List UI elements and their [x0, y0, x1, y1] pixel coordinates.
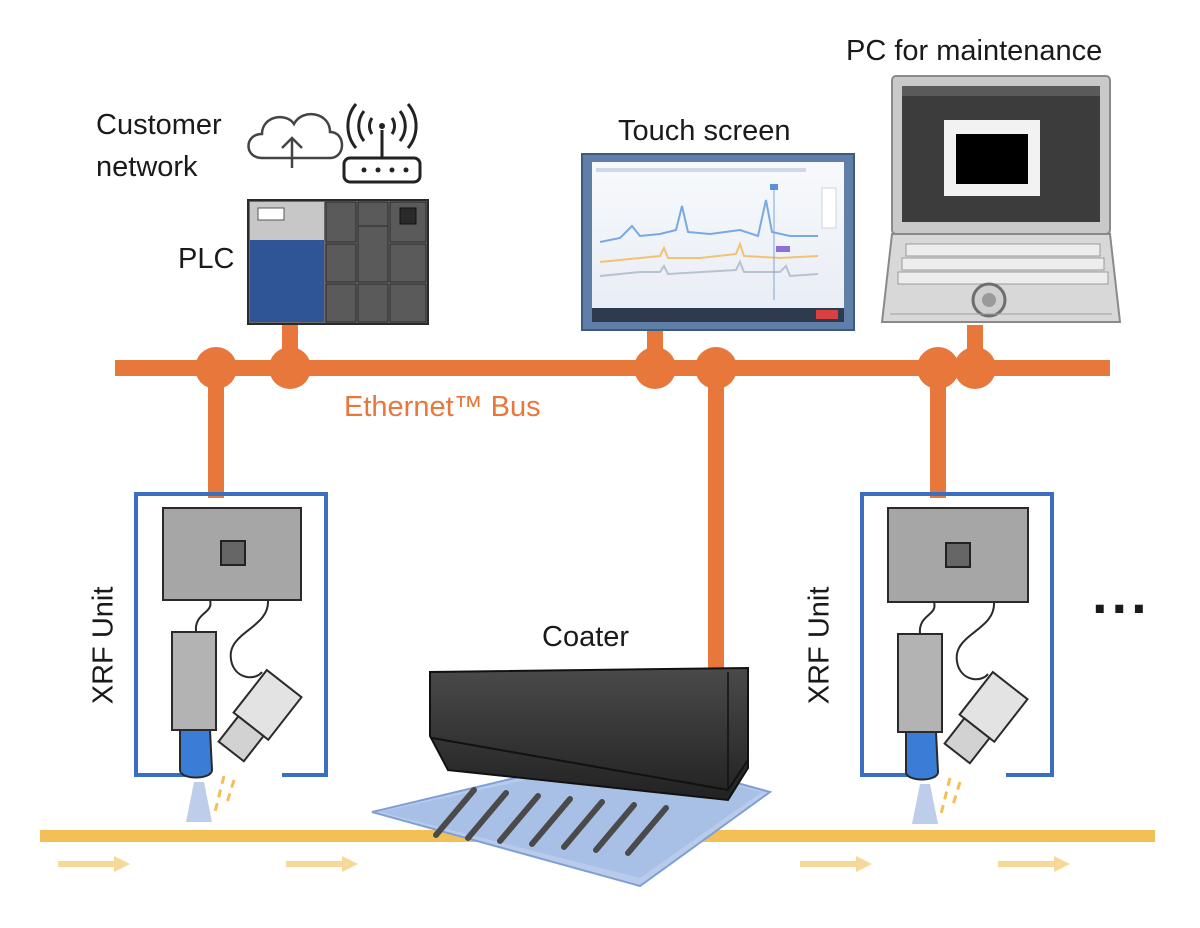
touch-screen-label: Touch screen [618, 115, 791, 147]
ethernet-bus-label: Ethernet™ Bus [344, 391, 541, 423]
bus-node [917, 347, 959, 389]
bus-node [695, 347, 737, 389]
bus-node [954, 347, 996, 389]
wifi-router-icon [342, 103, 422, 184]
plc-label: PLC [178, 243, 235, 275]
more-units-ellipsis: ... [1092, 562, 1151, 625]
xrf-unit-left [134, 492, 328, 822]
touch-screen-device [581, 153, 855, 331]
pc-maintenance-label: PC for maintenance [846, 35, 1103, 67]
xrf-unit-left-label: XRF Unit [87, 586, 120, 705]
coater-label: Coater [542, 621, 630, 653]
bus-node [634, 347, 676, 389]
bus-node [269, 347, 311, 389]
plc-device [247, 199, 429, 325]
xrf-unit-right-label: XRF Unit [803, 586, 836, 705]
coater-device [371, 666, 773, 888]
maintenance-laptop [880, 75, 1122, 323]
bus-node [195, 347, 237, 389]
cloud-upload-icon [247, 112, 344, 168]
customer-network-label: Customer network [96, 109, 222, 183]
ethernet-bus [115, 322, 1110, 670]
xrf-unit-right [860, 492, 1054, 824]
